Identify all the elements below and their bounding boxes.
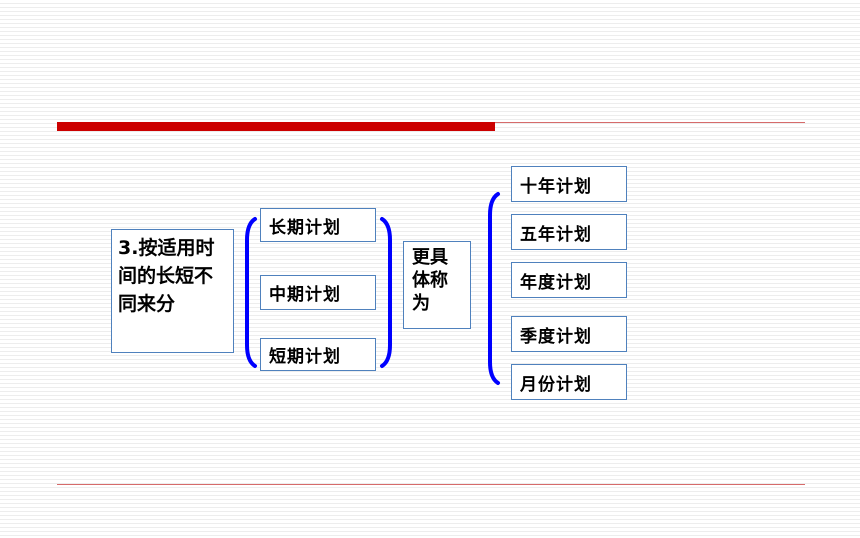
right-bracket-categories [380, 217, 392, 368]
left-bracket-categories [245, 217, 257, 368]
specific-label: 十年计划 [520, 176, 592, 197]
specific-label: 月份计划 [520, 374, 592, 395]
connector-label: 更具体称为 [412, 247, 448, 314]
title-rule-thick [57, 122, 495, 131]
category-label: 长期计划 [269, 217, 341, 238]
footer-rule [57, 484, 805, 485]
category-node-mid-term: 中期计划 [260, 275, 376, 310]
title-rule-thin [495, 122, 805, 123]
specific-node-five-year: 五年计划 [511, 214, 627, 250]
category-label: 短期计划 [269, 347, 341, 367]
specific-label: 季度计划 [520, 326, 592, 347]
specific-label: 年度计划 [520, 272, 592, 293]
category-label: 中期计划 [269, 285, 341, 305]
specific-label: 五年计划 [520, 224, 592, 245]
root-node-label: 3.按适用时间的长短不同来分 [118, 237, 215, 315]
connector-node: 更具体称为 [403, 241, 471, 329]
specific-node-monthly: 月份计划 [511, 364, 627, 400]
root-node: 3.按适用时间的长短不同来分 [111, 229, 234, 353]
specific-node-quarterly: 季度计划 [511, 316, 627, 352]
category-node-long-term: 长期计划 [260, 208, 376, 242]
specific-node-ten-year: 十年计划 [511, 166, 627, 202]
left-bracket-specifics [488, 192, 500, 385]
specific-node-annual: 年度计划 [511, 262, 627, 298]
category-node-short-term: 短期计划 [260, 338, 376, 371]
